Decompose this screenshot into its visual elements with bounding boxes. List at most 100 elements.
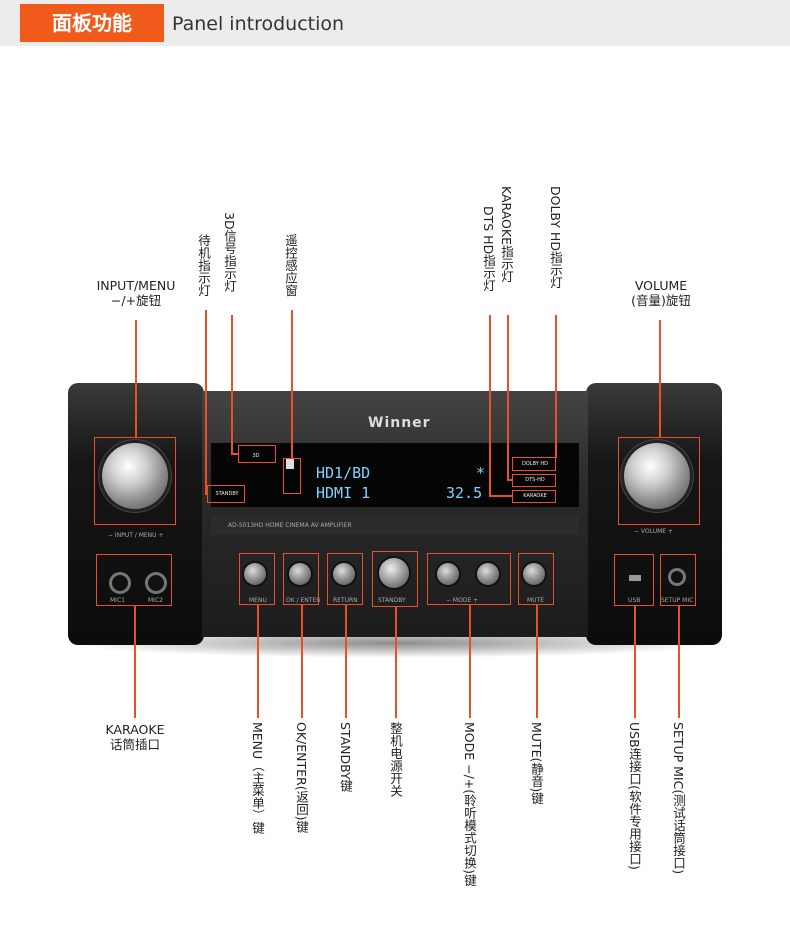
highlight-volume-knob xyxy=(618,437,700,525)
highlight-remote xyxy=(283,458,301,494)
mic1-label: MIC1 xyxy=(110,597,125,604)
leader-3d-h xyxy=(231,453,239,455)
header-title-cn: 面板功能 xyxy=(20,4,164,42)
leader-mute xyxy=(536,605,538,718)
volume-knob[interactable] xyxy=(624,443,690,509)
standby-power-button[interactable] xyxy=(379,558,409,588)
mode-button-label: − MODE + xyxy=(446,597,479,604)
leader-usb xyxy=(634,606,636,718)
vfd-volume-value: 32.5 xyxy=(446,484,483,502)
leader-standby-led-h xyxy=(205,493,208,495)
mode-minus-button[interactable] xyxy=(437,563,459,585)
leader-standby-led xyxy=(205,310,207,494)
dts-indicator: DTS-HD xyxy=(525,477,545,483)
leader-3d xyxy=(231,315,233,454)
input-menu-knob[interactable] xyxy=(102,443,168,509)
leader-remote xyxy=(291,310,293,458)
highlight-mute xyxy=(518,553,554,605)
highlight-menu xyxy=(239,553,275,605)
vfd-star: * xyxy=(476,464,486,482)
leader-menu xyxy=(257,605,259,718)
mute-button-label: MUTE xyxy=(527,597,545,604)
leader-mode xyxy=(469,605,471,718)
label-usb-port: USB连接口(软件专用接口) xyxy=(627,722,642,870)
label-volume-l2: (音量)旋钮 xyxy=(631,293,691,308)
usb-label: USB xyxy=(628,597,641,604)
label-power-switch: 整机电源开关 xyxy=(388,722,403,797)
label-input-menu-l1: INPUT/MENU xyxy=(96,278,176,293)
highlight-dolby xyxy=(512,457,556,471)
leader-return xyxy=(345,605,347,718)
leader-setup-mic xyxy=(678,606,680,718)
label-volume: VOLUME (音量)旋钮 xyxy=(606,278,716,308)
3d-indicator: 3D xyxy=(252,453,260,459)
label-karaoke-l1: KARAOKE xyxy=(105,722,165,737)
highlight-mode xyxy=(427,553,511,605)
leader-dts-h xyxy=(489,495,513,497)
vfd-line1: HD1/BD xyxy=(316,464,371,482)
label-menu-key: MENU（主菜单）键 xyxy=(250,722,265,835)
center-panel xyxy=(202,391,588,637)
vfd-line2: HDMI 1 xyxy=(316,484,371,502)
menu-button[interactable] xyxy=(244,563,266,585)
return-button[interactable] xyxy=(333,563,355,585)
header-title-en: Panel introduction xyxy=(172,13,345,35)
standby-button-label: STANDBY xyxy=(378,597,406,604)
mute-button[interactable] xyxy=(523,563,545,585)
label-input-menu-l2: −/+旋钮 xyxy=(110,293,162,308)
ok-enter-button[interactable] xyxy=(289,563,311,585)
highlight-ok xyxy=(283,553,319,605)
volume-knob-label: − VOLUME + xyxy=(634,528,673,535)
leader-volume xyxy=(659,320,661,437)
highlight-mic-jacks xyxy=(96,554,172,606)
label-remote-window: 遥控感应窗 xyxy=(283,234,298,297)
label-mute-key: MUTE(静音)键 xyxy=(529,722,544,805)
leader-dts xyxy=(489,315,491,496)
dolby-indicator: DOLBY HD xyxy=(522,461,548,467)
section-header: 面板功能 Panel introduction xyxy=(0,0,790,46)
standby-indicator: STANDBY xyxy=(215,491,239,497)
usb-port[interactable] xyxy=(629,575,641,581)
label-volume-l1: VOLUME xyxy=(634,278,688,293)
leader-karaoke-jacks xyxy=(134,606,136,718)
mic2-label: MIC2 xyxy=(148,597,163,604)
highlight-input-knob xyxy=(94,437,176,525)
label-dts-led: DTS HD指示灯 xyxy=(481,206,496,292)
remote-sensor xyxy=(286,459,294,469)
label-input-menu: INPUT/MENU −/+旋钮 xyxy=(80,278,192,308)
highlight-usb xyxy=(614,554,654,606)
label-3d-led: 3D信号指示灯 xyxy=(222,212,237,293)
setup-mic-jack[interactable] xyxy=(671,571,683,583)
highlight-standby-led xyxy=(207,485,245,503)
vfd-display xyxy=(211,443,579,507)
label-mode-key: MODE −/+(聆听模式切换)键 xyxy=(462,722,477,887)
ok-button-label: OK / ENTER xyxy=(286,597,321,604)
model-line: AD-5013HD HOME CINEMA AV AMPLIFIER xyxy=(228,522,352,529)
mode-plus-button[interactable] xyxy=(477,563,499,585)
menu-button-label: MENU xyxy=(249,597,267,604)
highlight-setup-mic xyxy=(660,554,696,606)
leader-ok xyxy=(301,605,303,718)
setup-mic-label: SETUP MIC xyxy=(661,597,694,604)
mic1-jack[interactable] xyxy=(112,575,128,591)
leader-karaoke-led xyxy=(507,315,509,480)
highlight-return xyxy=(327,553,363,605)
mic2-jack[interactable] xyxy=(148,575,164,591)
label-ok-key: OK/ENTER(返回)键 xyxy=(294,722,309,833)
brand-logo: Winner xyxy=(368,415,431,431)
label-karaoke-led: KARAOKE指示灯 xyxy=(499,186,514,283)
model-strip xyxy=(211,517,579,535)
label-setup-mic: SETUP MIC(测试话筒接口) xyxy=(671,722,686,875)
label-standby-led: 待机指示灯 xyxy=(196,234,211,297)
label-standby-key: STANDBY键 xyxy=(338,722,353,793)
input-knob-label: − INPUT / MENU + xyxy=(108,532,164,539)
return-button-label: RETURN xyxy=(333,597,358,604)
highlight-karaoke-led xyxy=(512,490,556,503)
label-karaoke-l2: 话筒插口 xyxy=(109,737,160,752)
leader-input xyxy=(135,320,137,437)
highlight-dts xyxy=(512,474,556,487)
label-dolby-led: DOLBY HD指示灯 xyxy=(548,186,563,289)
leader-karaoke-led-h xyxy=(507,479,513,481)
leader-power xyxy=(395,607,397,718)
karaoke-indicator: KARAOKE xyxy=(523,493,547,499)
